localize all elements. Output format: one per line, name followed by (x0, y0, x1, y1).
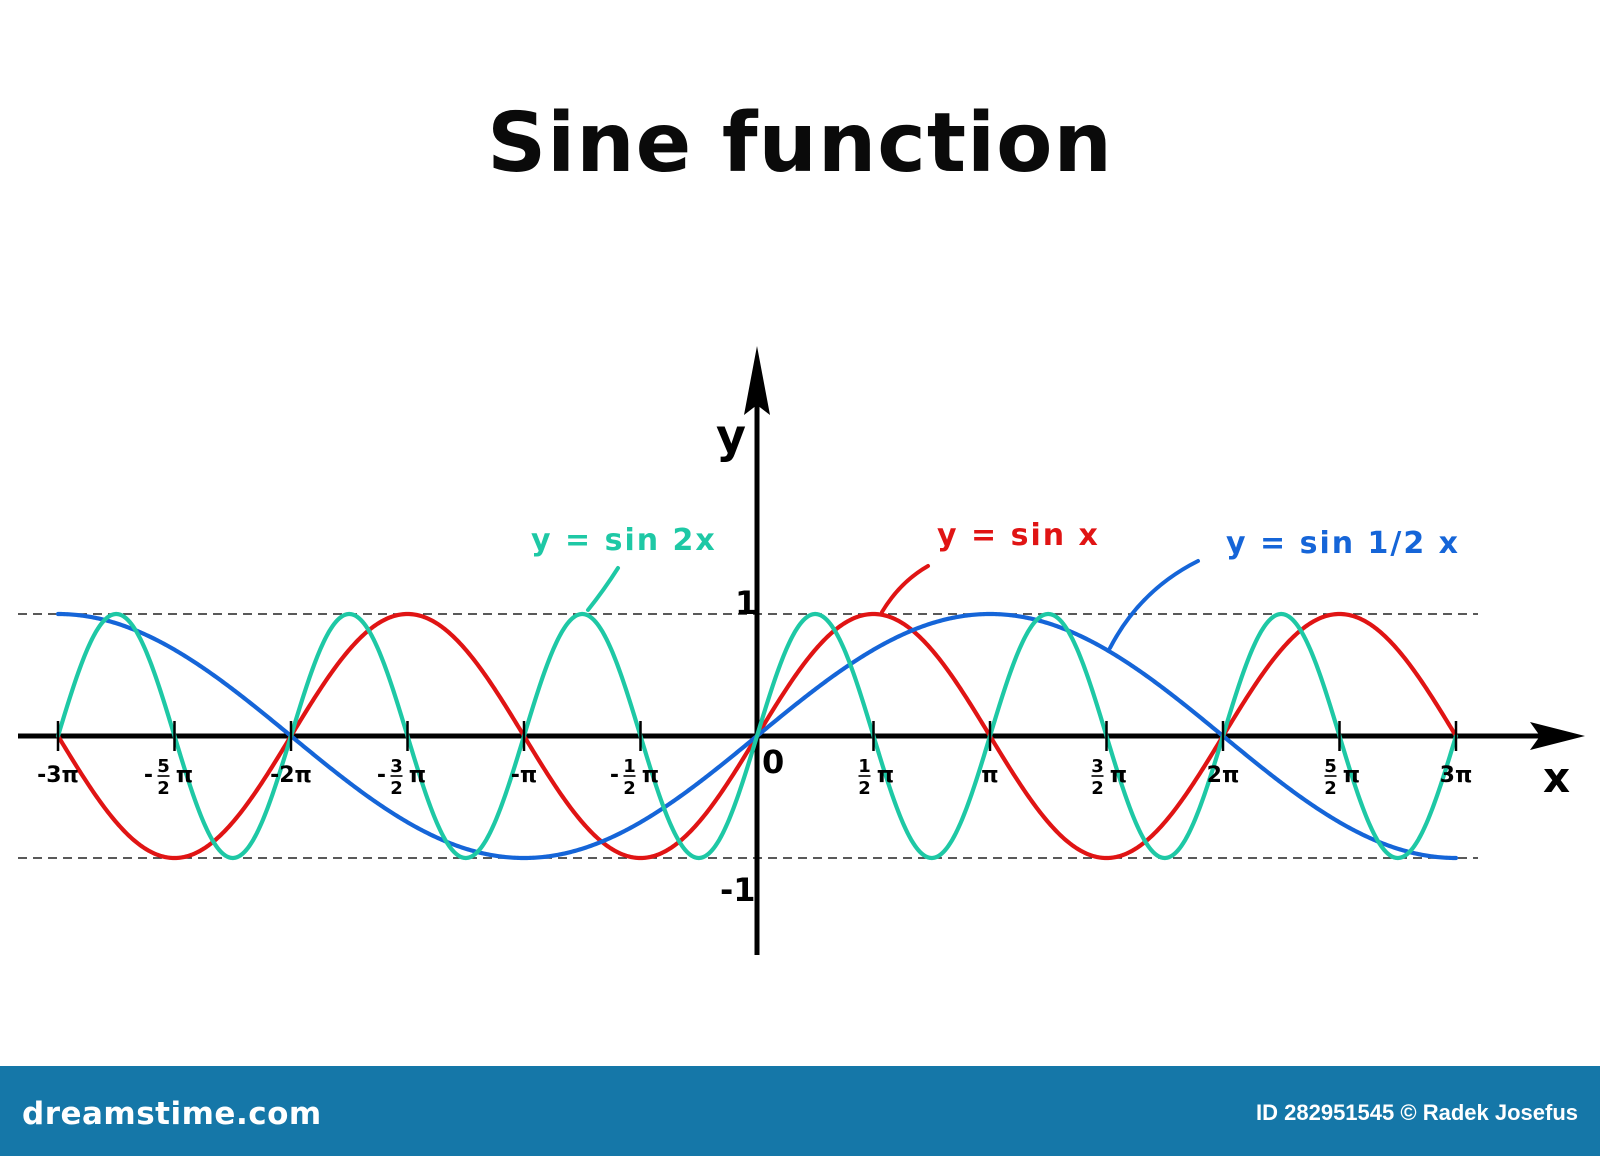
tick-pi: π (409, 763, 426, 788)
tick-numerator: 3 (390, 756, 403, 777)
x-tick-label: -π (511, 763, 538, 788)
y-tick-label-minus-1: -1 (720, 871, 756, 909)
origin-label: 0 (762, 743, 784, 781)
axes (18, 346, 1585, 955)
x-axis-label: x (1543, 753, 1570, 802)
watermark-bar: dreamstime.com ID 282951545 © Radek Jose… (0, 1066, 1600, 1156)
x-tick-label: 3π (1440, 763, 1473, 788)
tick-denominator: 2 (623, 778, 636, 799)
y-axis-label: y (716, 409, 746, 463)
tick-numerator: 5 (157, 756, 170, 777)
x-tick-label: π (981, 763, 998, 788)
y-axis-arrow (744, 346, 770, 415)
tick-denominator: 2 (390, 778, 403, 799)
tick-denominator: 2 (157, 778, 170, 799)
tick-sign: - (144, 763, 153, 788)
tick-numerator: 1 (858, 756, 871, 777)
series-label: y = sin 1/2 x (1226, 526, 1460, 561)
callout-leader (880, 564, 930, 614)
y-tick-label-1: 1 (735, 584, 757, 622)
callout-leader (586, 566, 620, 612)
tick-sign: - (610, 763, 619, 788)
tick-denominator: 2 (858, 778, 871, 799)
tick-numerator: 1 (623, 756, 636, 777)
series-label: y = sin 2x (531, 523, 717, 558)
series-callouts: y = sin 2x y = sin x y = sin 1/2 x (531, 518, 1460, 650)
tick-numerator: 3 (1091, 756, 1104, 777)
tick-denominator: 2 (1091, 778, 1104, 799)
brand-logo: dreamstime.com (22, 1096, 322, 1132)
tick-pi: π (642, 763, 659, 788)
tick-sign: - (377, 763, 386, 788)
x-tick-label: -3π (37, 763, 79, 788)
tick-pi: π (1110, 763, 1127, 788)
tick-numerator: 5 (1324, 756, 1337, 777)
tick-pi: π (176, 763, 193, 788)
chart-title: Sine function (487, 96, 1113, 191)
x-axis-arrow (1530, 722, 1585, 750)
author: © Radek Josefus (1400, 1100, 1578, 1125)
x-tick-label: -2π (270, 763, 312, 788)
tick-pi: π (1343, 763, 1360, 788)
reference-lines (18, 613, 1478, 859)
tick-pi: π (877, 763, 894, 788)
series-label: y = sin x (937, 518, 1100, 553)
image-id: ID 282951545 (1256, 1100, 1395, 1125)
x-tick-label: 2π (1207, 763, 1240, 788)
tick-denominator: 2 (1324, 778, 1337, 799)
callout-leader (1108, 559, 1200, 650)
image-credit: ID 282951545 © Radek Josefus (1256, 1100, 1578, 1126)
